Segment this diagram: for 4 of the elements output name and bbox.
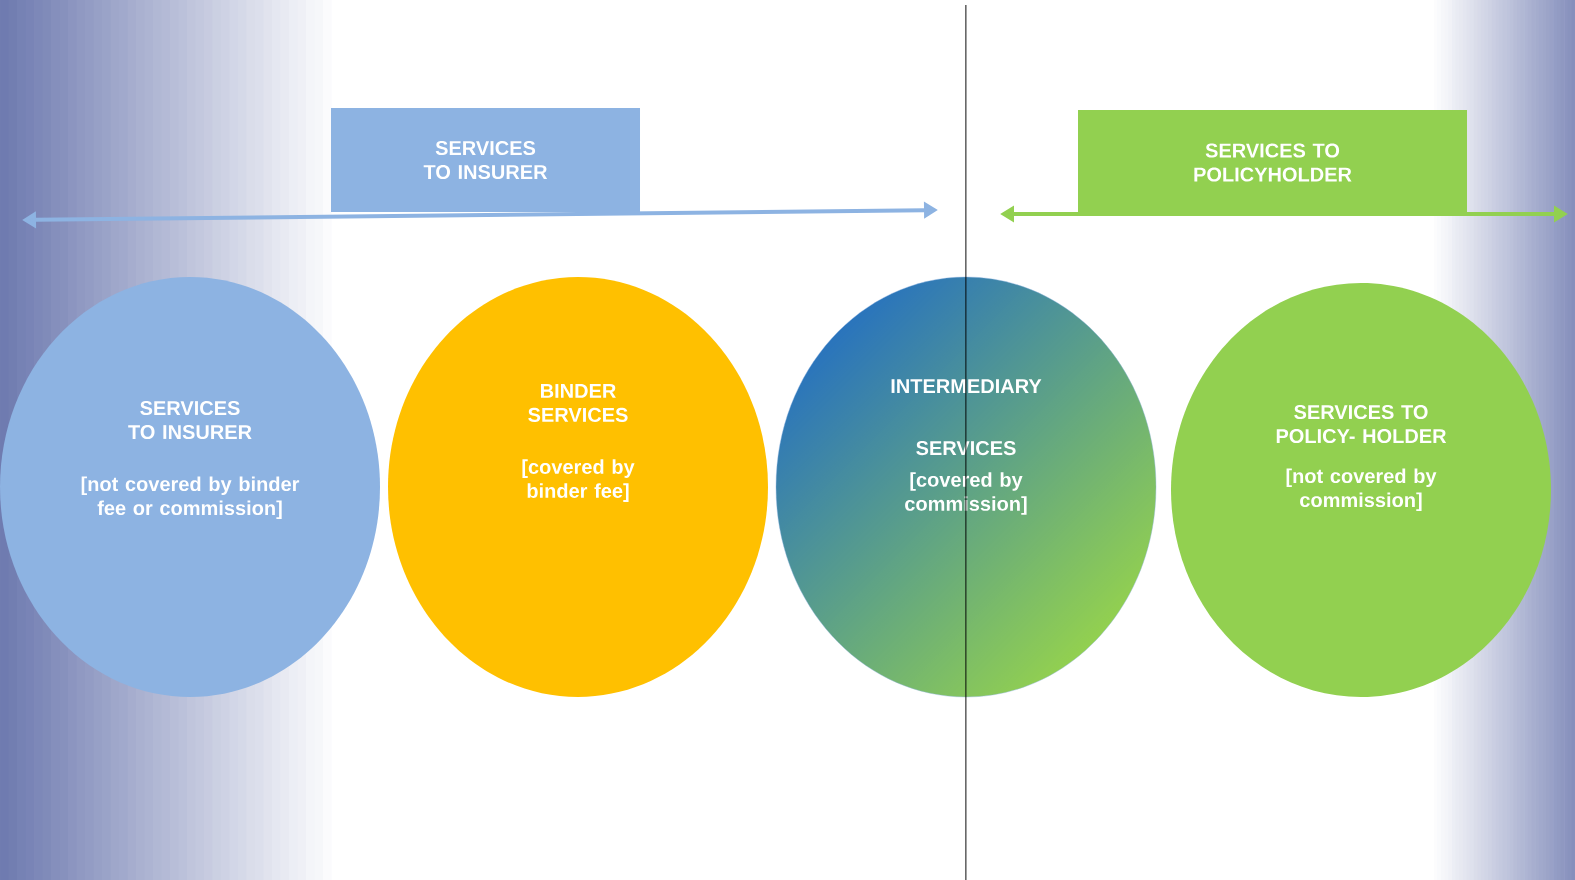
header-box: SERVICES TO POLICYHOLDER (1078, 110, 1467, 215)
node-label: SERVICES TO POLICYHOLDER (1194, 143, 1352, 182)
node-label: SERVICES TO INSURER (423, 140, 548, 180)
header-box: SERVICES TO INSURER (331, 108, 640, 212)
